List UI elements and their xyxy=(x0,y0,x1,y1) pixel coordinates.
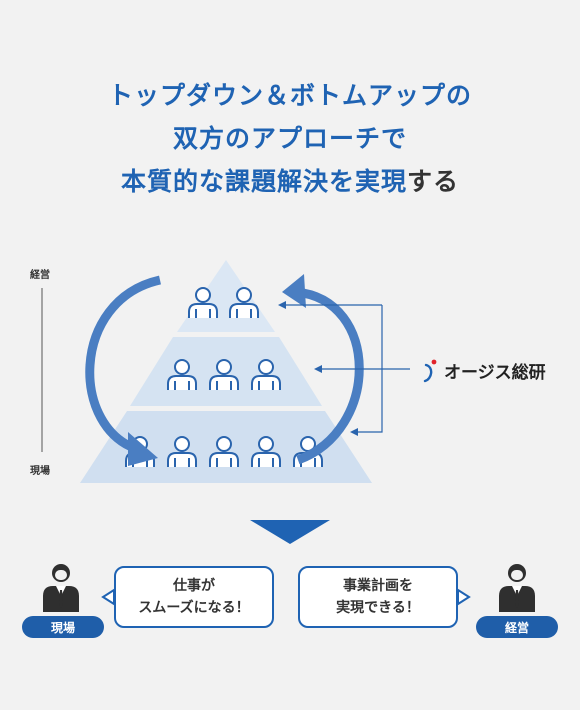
headline: トップダウン＆ボトムアップの 双方のアプローチで 本質的な課題解決を実現する xyxy=(0,74,580,203)
company-logo: オージス総研 xyxy=(422,358,546,383)
top-down-arrow-icon xyxy=(85,275,162,466)
axis-label-management: 経営 xyxy=(30,270,50,281)
headline-line-3-dark: する xyxy=(407,167,460,196)
bubble-left-line-2: スムーズになる！ xyxy=(138,600,250,616)
bubble-right-line-1: 事業計画を xyxy=(343,578,413,594)
company-name: オージス総研 xyxy=(444,363,546,383)
bubble-right-line-2: 実現できる！ xyxy=(336,600,420,616)
company-mark-icon xyxy=(423,359,437,382)
speech-bubble-field: 仕事が スムーズになる！ xyxy=(114,566,274,628)
bubble-left-line-1: 仕事が xyxy=(173,578,215,594)
down-arrow-icon xyxy=(250,520,330,544)
pyramid-tier-top xyxy=(177,260,275,332)
headline-line-3-blue: 本質的な課題解決を実現 xyxy=(120,167,407,196)
axis-label-field: 現場 xyxy=(30,466,50,477)
headline-line-1: トップダウン＆ボトムアップの xyxy=(107,81,472,110)
people-middle-tier xyxy=(167,359,281,391)
bottom-up-arrow-icon xyxy=(282,274,364,465)
badge-field: 現場 xyxy=(22,616,104,638)
badge-management: 経営 xyxy=(476,616,558,638)
bubble-tail-right xyxy=(457,588,471,606)
speech-bubble-management: 事業計画を 実現できる！ xyxy=(298,566,458,628)
worker-avatar-icon xyxy=(43,564,79,612)
headline-line-3: 本質的な課題解決を実現する xyxy=(0,160,580,203)
headline-line-2: 双方のアプローチで xyxy=(172,124,407,153)
company-bracket xyxy=(278,301,410,436)
bubble-tail-left xyxy=(101,588,115,606)
manager-avatar-icon xyxy=(499,564,535,612)
